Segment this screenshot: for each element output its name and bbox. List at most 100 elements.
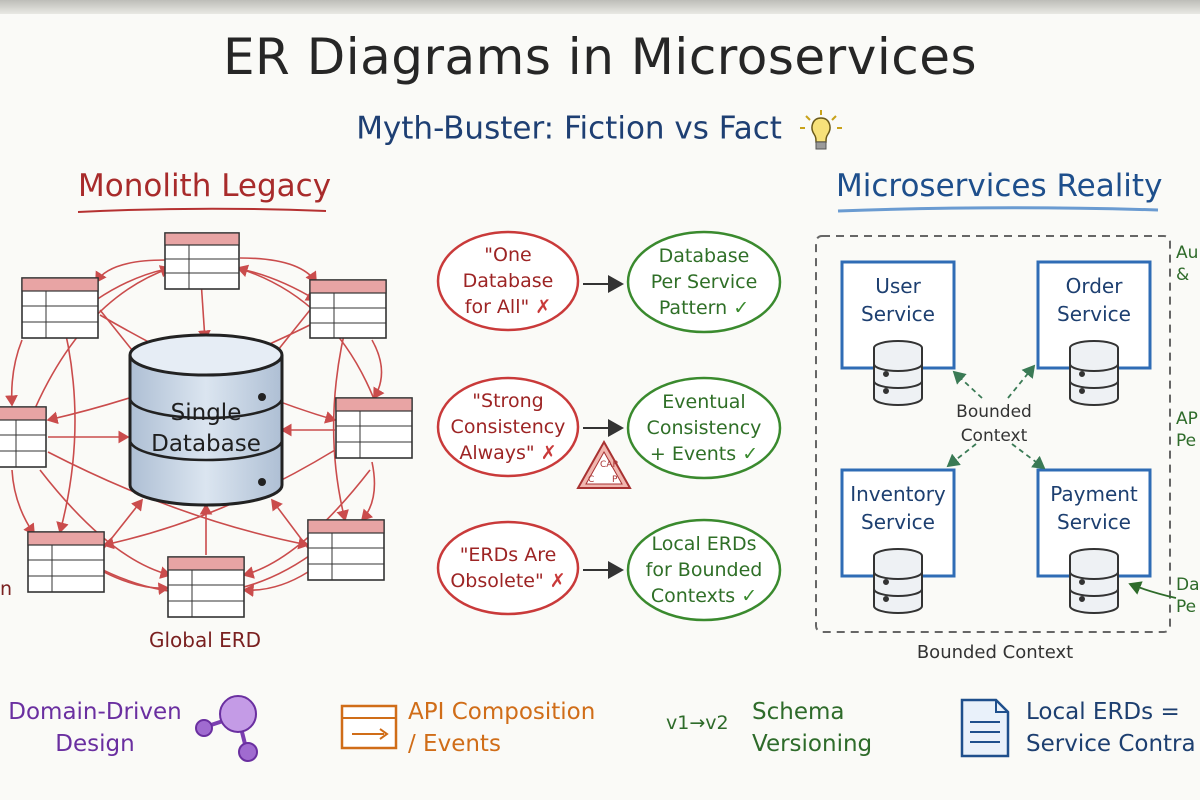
footer-schema-versioning: Schema Versioning <box>752 696 892 760</box>
single-database-label: Single Database <box>128 398 284 460</box>
svg-text:C: C <box>588 475 594 485</box>
service-name: Service <box>861 302 935 326</box>
myth-one-database: "One Database for All" ✗ <box>438 231 578 331</box>
edge-label-top: Au & <box>1176 242 1198 286</box>
fact-line: Consistency <box>646 417 762 439</box>
fact-line: Per Service <box>650 271 758 293</box>
version-arrow-label: v1→v2 <box>666 712 729 734</box>
table-icon <box>309 279 387 339</box>
footer-line: API Composition <box>408 699 596 725</box>
global-erd-caption: Global ERD <box>148 628 262 652</box>
center-line: Bounded <box>956 402 1032 422</box>
table-icon <box>167 556 245 618</box>
footer-line: Versioning <box>752 731 873 757</box>
fact-line: Contexts <box>650 585 736 607</box>
database-label-line2: Database <box>151 431 261 457</box>
myth-ellipses <box>436 230 580 616</box>
service-user: User Service <box>842 272 954 328</box>
service-name: Payment <box>1050 482 1138 506</box>
myth-line: Obsolete" <box>450 570 544 592</box>
service-name: Service <box>1057 302 1131 326</box>
service-payment: Payment Service <box>1038 480 1150 536</box>
bounded-context-center-label: Bounded Context <box>944 400 1044 448</box>
fact-line: for Bounded <box>645 559 763 581</box>
service-name: Order <box>1065 274 1123 298</box>
fact-line: Database <box>658 245 750 267</box>
myth-line: Database <box>462 270 554 292</box>
table-icon <box>307 519 385 581</box>
database-label-line1: Single <box>170 400 242 426</box>
subtitle-text: Myth-Buster: Fiction vs Fact <box>356 110 782 147</box>
edge-label-bottom: Da Pe <box>1176 574 1200 618</box>
edge-line: Au <box>1176 243 1199 263</box>
footer-line: / Events <box>408 731 501 757</box>
footer-line: Schema <box>752 699 845 725</box>
fact-eventual-consistency: Eventual Consistency + Events ✓ <box>628 377 780 479</box>
myth-line: Consistency <box>450 416 566 438</box>
database-icon <box>873 340 1119 614</box>
service-name: Service <box>1057 510 1131 534</box>
microservices-heading: Microservices Reality <box>836 168 1163 204</box>
center-line: Context <box>960 426 1028 446</box>
cap-triangle-icon: C CAP P <box>576 439 632 489</box>
cross-icon: ✗ <box>535 296 552 318</box>
edge-label-middle: AP Pe <box>1176 408 1198 452</box>
service-name: Service <box>861 510 935 534</box>
whiteboard-frame <box>0 0 1200 14</box>
service-name: Inventory <box>850 482 946 506</box>
footer-domain-driven-design: Domain-Driven Design <box>0 696 190 760</box>
table-icon <box>27 531 105 593</box>
service-name: User <box>875 274 921 298</box>
cross-icon: ✗ <box>549 570 566 592</box>
fact-line: + Events <box>649 443 737 465</box>
edge-line: Da <box>1176 575 1200 595</box>
fact-local-erds: Local ERDs for Bounded Contexts ✓ <box>628 519 780 621</box>
fact-ellipses <box>626 230 782 622</box>
edge-line: Pe <box>1176 431 1197 451</box>
footer-api-composition: API Composition / Events <box>408 696 608 760</box>
myth-line: "One <box>484 244 532 266</box>
myth-erds-obsolete: "ERDs Are Obsolete" ✗ <box>438 518 578 618</box>
service-order: Order Service <box>1038 272 1150 328</box>
footer-line: Service Contra <box>1026 731 1196 757</box>
edge-arrow <box>1128 581 1177 599</box>
cap-letters: CAP <box>600 460 618 470</box>
myth-line: "ERDs Are <box>459 544 557 566</box>
monolith-heading-underline <box>77 207 327 213</box>
monolith-heading: Monolith Legacy <box>78 168 332 204</box>
svg-text:P: P <box>612 475 618 485</box>
check-icon: ✓ <box>742 443 759 465</box>
table-icon <box>335 397 413 459</box>
page-subtitle: Myth-Buster: Fiction vs Fact <box>0 108 1200 152</box>
database-icon <box>128 333 284 507</box>
table-icon <box>164 232 240 290</box>
myth-line: Always" <box>459 442 535 464</box>
bounded-context-label: Bounded Context <box>916 642 1074 663</box>
document-icon <box>960 698 1010 758</box>
myth-line: for All" <box>464 296 530 318</box>
footer-line: Local ERDs = <box>1026 699 1180 725</box>
footer-line: Design <box>55 731 135 757</box>
table-icon <box>21 277 99 339</box>
page-title: ER Diagrams in Microservices <box>222 28 978 86</box>
lightbulb-icon <box>799 110 842 150</box>
arrow-right-icon <box>583 275 624 579</box>
edge-line: AP <box>1176 409 1198 429</box>
context-arrows <box>946 364 1046 470</box>
monolith-edge-text: n <box>0 578 13 600</box>
micro-heading-underline <box>837 206 1159 213</box>
molecule-icon <box>195 695 258 762</box>
fact-line: Pattern <box>658 297 728 319</box>
bounded-context-frame <box>815 235 1171 633</box>
edge-line: Pe <box>1176 597 1197 617</box>
footer-line: Domain-Driven <box>8 699 182 725</box>
cross-icon: ✗ <box>540 442 557 464</box>
service-inventory: Inventory Service <box>842 480 954 536</box>
api-panel-icon <box>340 704 398 750</box>
check-icon: ✓ <box>733 297 750 319</box>
fact-line: Local ERDs <box>651 533 757 555</box>
check-icon: ✓ <box>741 585 758 607</box>
myth-line: "Strong <box>472 390 544 412</box>
table-icon <box>0 406 47 468</box>
